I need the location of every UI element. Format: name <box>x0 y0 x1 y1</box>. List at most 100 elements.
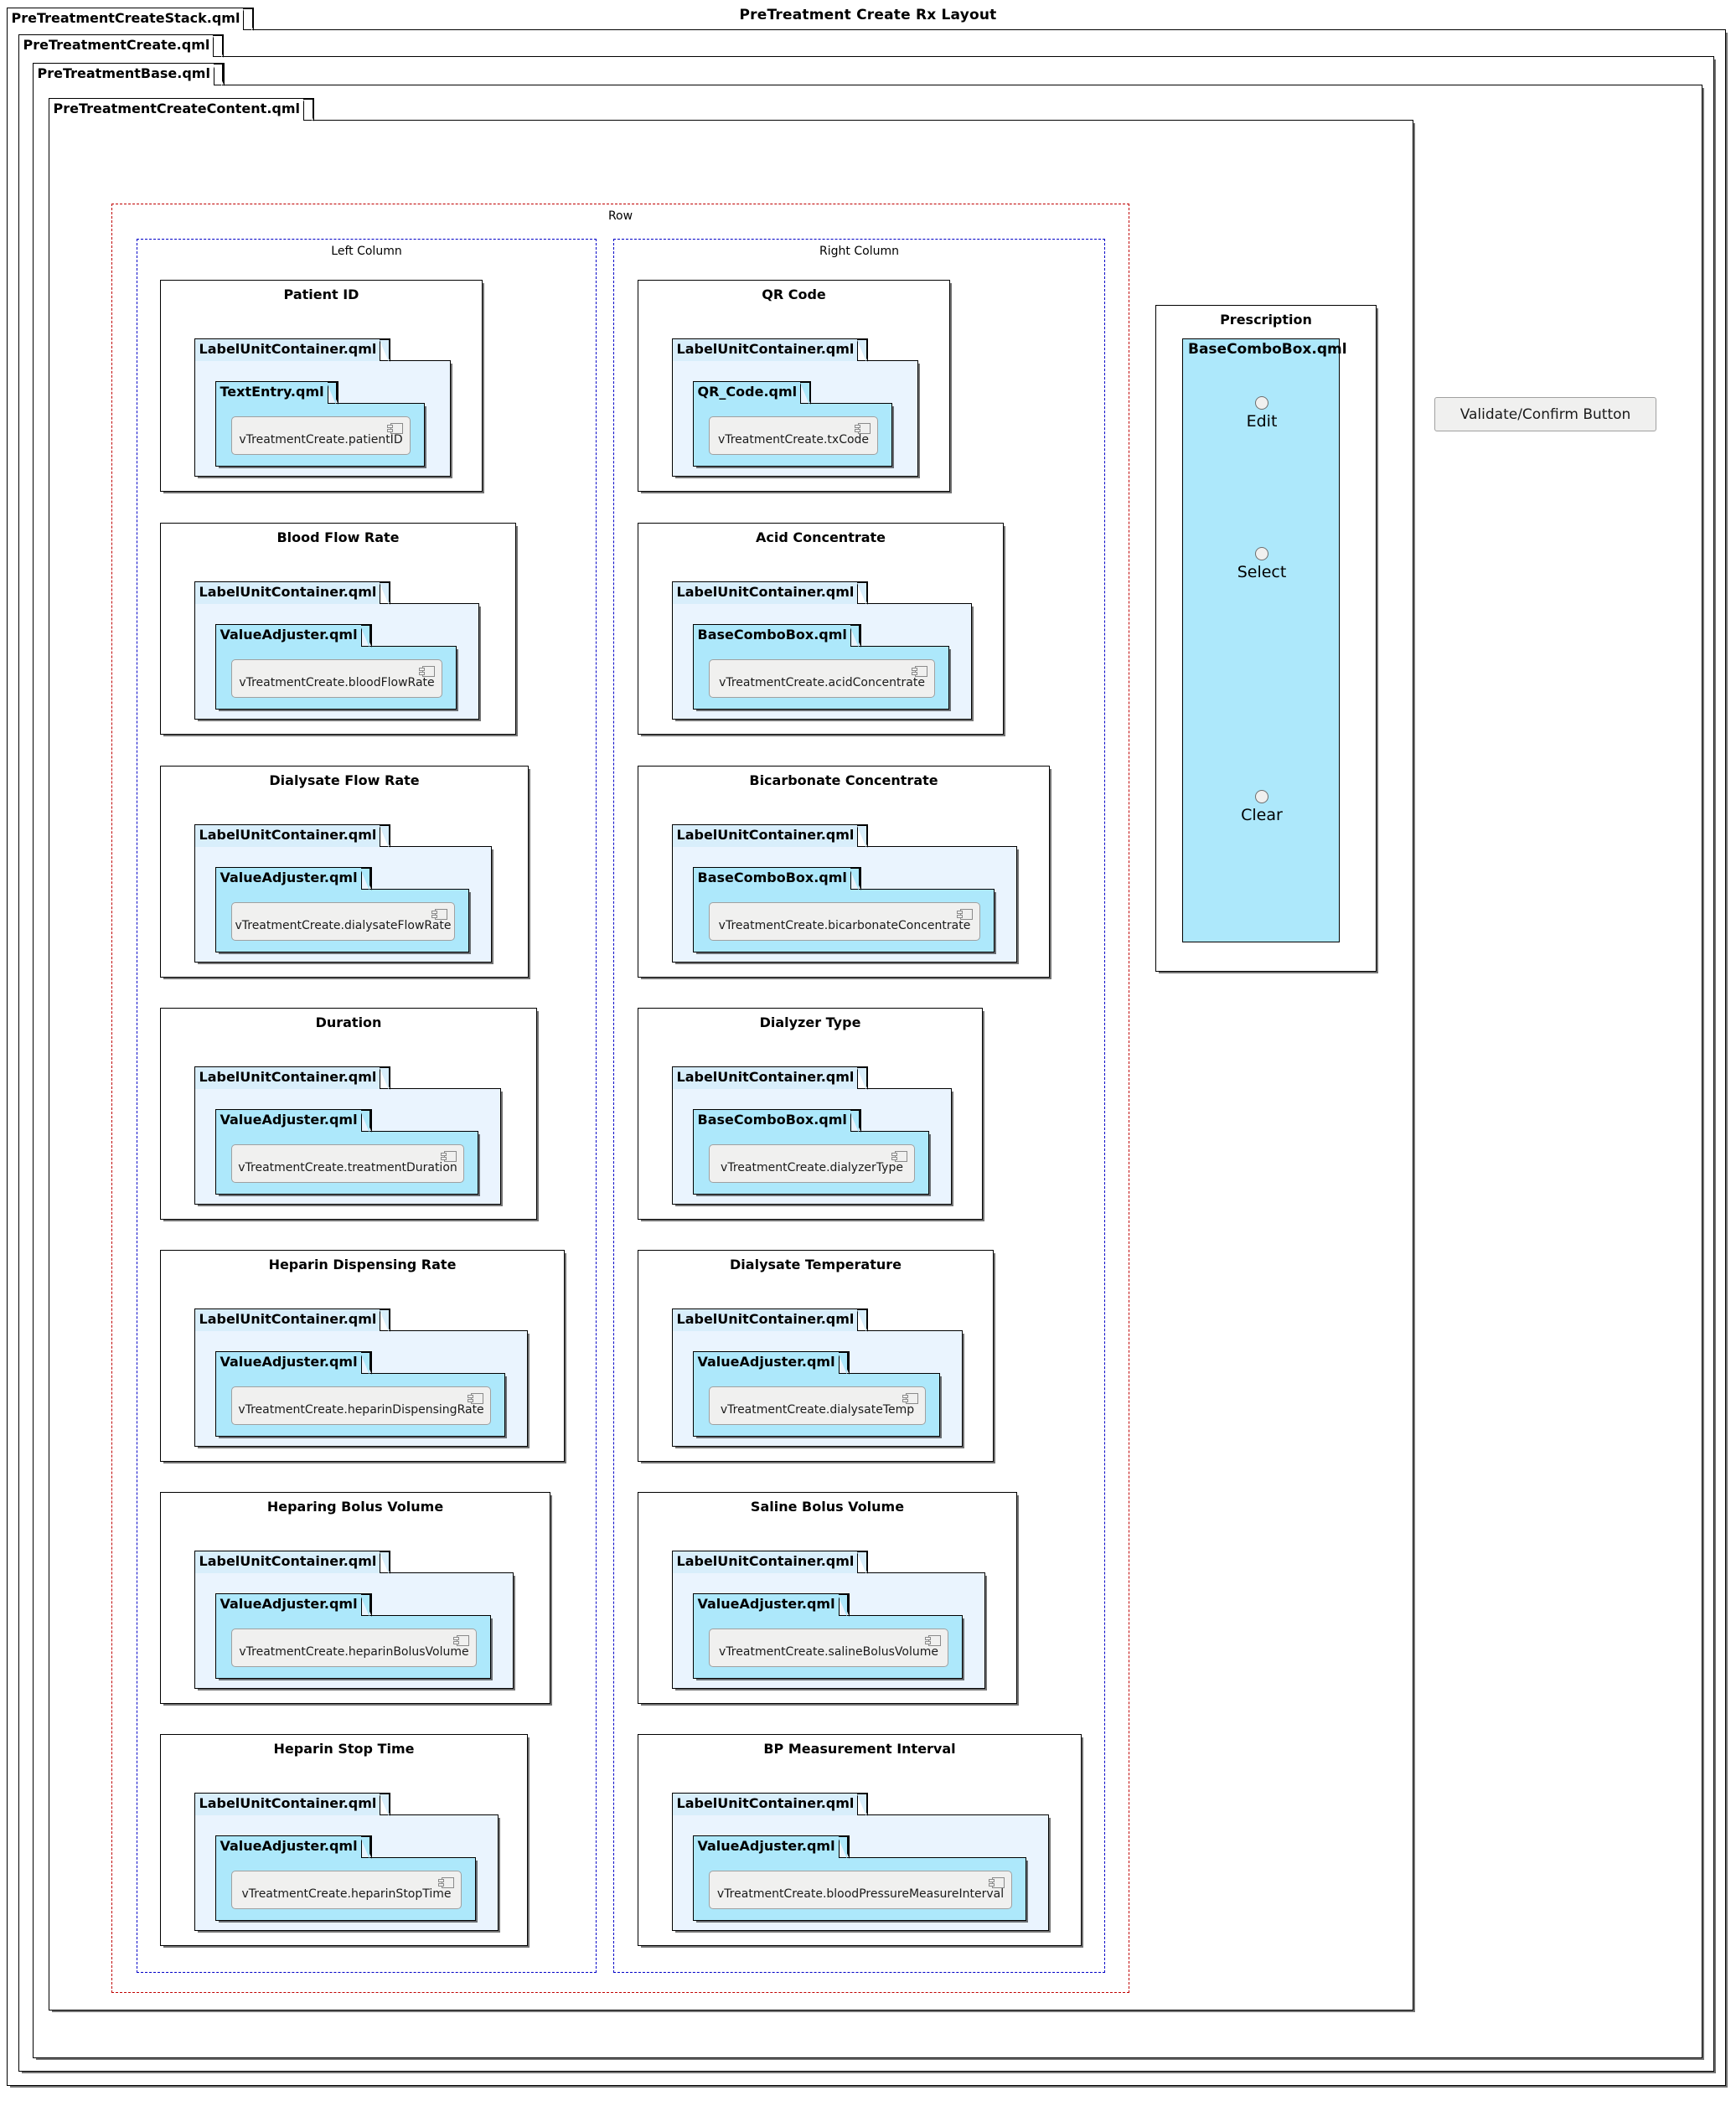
package-pretreatmentcreatestack: PreTreatmentCreateStack.qml <box>6 7 1726 2086</box>
package-tab-label: LabelUnitContainer.qml <box>671 823 869 848</box>
component-box[interactable]: vTreatmentCreate.heparinStopTime <box>231 1871 462 1909</box>
group-title: Prescription <box>1220 312 1312 328</box>
group-patient-id: Patient ID LabelUnitContainer.qml TextEn… <box>160 280 483 492</box>
component-box[interactable]: vTreatmentCreate.salineBolusVolume <box>709 1629 948 1667</box>
uml-component-icon <box>891 1151 907 1162</box>
package-tab-label: LabelUnitContainer.qml <box>671 581 869 605</box>
package-tab-label: LabelUnitContainer.qml <box>194 1792 391 1816</box>
component-box[interactable]: vTreatmentCreate.dialysateFlowRate <box>231 902 455 941</box>
package-pretreatmentcreate: PreTreatmentCreate.qml <box>18 34 1714 2072</box>
package-tab-label: ValueAdjuster.qml <box>214 1592 372 1617</box>
component-label: vTreatmentCreate.heparinBolusVolume <box>239 1644 469 1659</box>
package-tab-label: PreTreatmentCreateContent.qml <box>48 97 314 121</box>
package-wrapper: BaseComboBox.qml vTreatmentCreate.bicarb… <box>692 866 995 952</box>
group-bicarbonate-concentrate: Bicarbonate Concentrate LabelUnitContain… <box>638 766 1050 978</box>
group-duration: Duration LabelUnitContainer.qml ValueAdj… <box>160 1008 537 1220</box>
package-tab-label: LabelUnitContainer.qml <box>671 1550 869 1574</box>
component-label: vTreatmentCreate.dialysateTemp <box>720 1402 915 1417</box>
interface-label: Clear <box>1241 806 1283 824</box>
package-tab-label: BaseComboBox.qml <box>692 1108 862 1133</box>
group-qr-code: QR Code LabelUnitContainer.qml QR_Code.q… <box>638 280 950 492</box>
component-label: vTreatmentCreate.bicarbonateConcentrate <box>718 918 971 932</box>
package-tab-label: QR_Code.qml <box>692 380 811 405</box>
group-saline-bolus-volume: Saline Bolus Volume LabelUnitContainer.q… <box>638 1492 1017 1704</box>
interface-select[interactable]: Select <box>1212 547 1312 581</box>
interface-label: Select <box>1237 563 1287 581</box>
package-wrapper: QR_Code.qml vTreatmentCreate.txCode <box>692 380 892 467</box>
frame-right-column: Right Column <box>613 239 1105 1973</box>
group-title: Heparin Stop Time <box>273 1741 415 1757</box>
group-blood-flow-rate: Blood Flow Rate LabelUnitContainer.qml V… <box>160 523 516 735</box>
group-title: BP Measurement Interval <box>763 1741 956 1757</box>
package-labelunitcontainer: LabelUnitContainer.qml ValueAdjuster.qml… <box>194 1066 501 1205</box>
component-label: vTreatmentCreate.treatmentDuration <box>238 1160 457 1174</box>
group-title: Dialyzer Type <box>759 1014 861 1030</box>
package-labelunitcontainer: LabelUnitContainer.qml ValueAdjuster.qml… <box>194 1308 528 1447</box>
package-wrapper: TextEntry.qml vTreatmentCreate.patientID <box>214 380 425 467</box>
component-box[interactable]: vTreatmentCreate.bloodFlowRate <box>231 659 442 698</box>
package-tab-label: LabelUnitContainer.qml <box>671 1792 869 1816</box>
frame-left-column-label: Left Column <box>331 245 402 258</box>
frame-left-column: Left Column <box>137 239 597 1973</box>
package-wrapper: ValueAdjuster.qml vTreatmentCreate.blood… <box>692 1835 1026 1921</box>
component-label: vTreatmentCreate.heparinStopTime <box>241 1887 452 1901</box>
group-title: Acid Concentrate <box>755 529 886 545</box>
package-labelunitcontainer: LabelUnitContainer.qml BaseComboBox.qml … <box>671 1066 952 1205</box>
package-tab-label: ValueAdjuster.qml <box>692 1835 850 1859</box>
uml-component-icon <box>468 1393 483 1404</box>
component-box[interactable]: vTreatmentCreate.acidConcentrate <box>709 659 935 698</box>
group-acid-concentrate: Acid Concentrate LabelUnitContainer.qml … <box>638 523 1004 735</box>
package-pretreatmentcreatecontent: PreTreatmentCreateContent.qml <box>48 97 1413 2011</box>
package-tab-label: PreTreatmentCreate.qml <box>18 34 225 58</box>
validate-confirm-button[interactable]: Validate/Confirm Button <box>1434 397 1656 431</box>
package-tab-label: ValueAdjuster.qml <box>214 1835 372 1859</box>
component-box[interactable]: vTreatmentCreate.txCode <box>709 416 878 455</box>
component-box[interactable]: vTreatmentCreate.dialyzerType <box>709 1144 915 1183</box>
interface-edit[interactable]: Edit <box>1212 396 1312 431</box>
group-title: Dialysate Temperature <box>730 1257 902 1272</box>
component-box[interactable]: vTreatmentCreate.dialysateTemp <box>709 1386 926 1425</box>
component-label: vTreatmentCreate.bloodPressureMeasureInt… <box>716 1887 1005 1901</box>
uml-component-icon <box>453 1635 469 1646</box>
package-labelunitcontainer: LabelUnitContainer.qml ValueAdjuster.qml… <box>194 581 479 720</box>
package-tab-label: BaseComboBox.qml <box>692 623 862 648</box>
package-tab-label: LabelUnitContainer.qml <box>194 1550 391 1574</box>
package-labelunitcontainer: LabelUnitContainer.qml BaseComboBox.qml … <box>671 823 1017 963</box>
interface-circle-icon <box>1255 396 1268 410</box>
uml-component-icon <box>441 1151 457 1162</box>
uml-component-icon <box>438 1877 454 1888</box>
component-label: vTreatmentCreate.salineBolusVolume <box>719 1644 938 1659</box>
package-tab-label: LabelUnitContainer.qml <box>671 1308 869 1332</box>
group-title: Dialysate Flow Rate <box>269 772 420 788</box>
group-prescription: Prescription BaseComboBox.qml Edit Selec… <box>1155 305 1377 972</box>
package-labelunitcontainer: LabelUnitContainer.qml QR_Code.qml vTrea… <box>671 338 918 477</box>
package-tab-label: ValueAdjuster.qml <box>214 1350 372 1375</box>
package-labelunitcontainer: LabelUnitContainer.qml ValueAdjuster.qml… <box>671 1550 985 1689</box>
package-labelunitcontainer: LabelUnitContainer.qml BaseComboBox.qml … <box>671 581 972 720</box>
group-dialyzer-type: Dialyzer Type LabelUnitContainer.qml Bas… <box>638 1008 983 1220</box>
package-wrapper: ValueAdjuster.qml vTreatmentCreate.dialy… <box>214 866 469 952</box>
package-tab-label: PreTreatmentCreateStack.qml <box>6 7 255 31</box>
interface-clear[interactable]: Clear <box>1212 790 1312 824</box>
component-box[interactable]: vTreatmentCreate.heparinBolusVolume <box>231 1629 477 1667</box>
package-wrapper: ValueAdjuster.qml vTreatmentCreate.hepar… <box>214 1592 491 1679</box>
package-labelunitcontainer: LabelUnitContainer.qml ValueAdjuster.qml… <box>194 823 492 963</box>
package-wrapper: ValueAdjuster.qml vTreatmentCreate.salin… <box>692 1592 963 1679</box>
package-labelunitcontainer: LabelUnitContainer.qml ValueAdjuster.qml… <box>671 1792 1049 1931</box>
package-basecombobox: BaseComboBox.qml Edit Select Clear <box>1182 338 1347 942</box>
page-title: PreTreatment Create Rx Layout <box>739 7 997 23</box>
package-tab-label: LabelUnitContainer.qml <box>194 581 391 605</box>
group-dialysate-temperature: Dialysate Temperature LabelUnitContainer… <box>638 1250 994 1462</box>
component-box[interactable]: vTreatmentCreate.patientID <box>231 416 411 455</box>
uml-component-icon <box>957 909 973 920</box>
group-title: Heparin Dispensing Rate <box>268 1257 457 1272</box>
group-heparin-stop-time: Heparin Stop Time LabelUnitContainer.qml… <box>160 1734 528 1946</box>
package-label: BaseComboBox.qml <box>1188 341 1347 358</box>
component-box[interactable]: vTreatmentCreate.heparinDispensingRate <box>231 1386 491 1425</box>
package-tab-label: ValueAdjuster.qml <box>214 623 372 648</box>
package-wrapper: ValueAdjuster.qml vTreatmentCreate.hepar… <box>214 1835 476 1921</box>
component-box[interactable]: vTreatmentCreate.bloodPressureMeasureInt… <box>709 1871 1012 1909</box>
component-box[interactable]: vTreatmentCreate.bicarbonateConcentrate <box>709 902 980 941</box>
component-box[interactable]: vTreatmentCreate.treatmentDuration <box>231 1144 464 1183</box>
component-label: vTreatmentCreate.bloodFlowRate <box>239 675 435 689</box>
